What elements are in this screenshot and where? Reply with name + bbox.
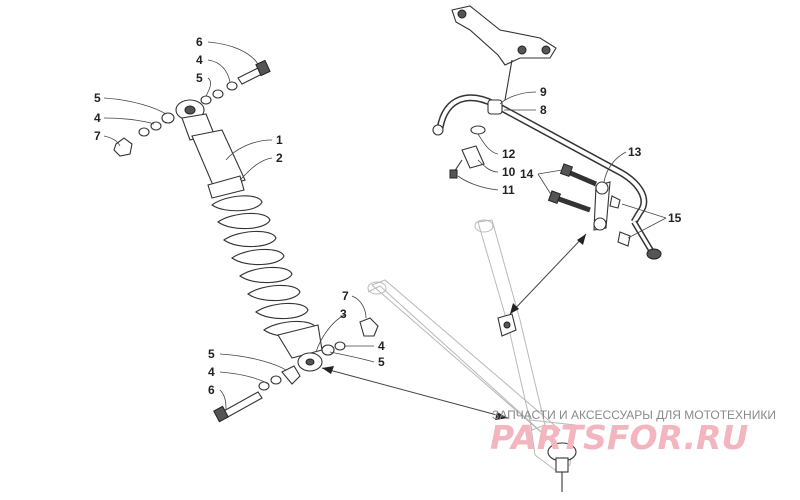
bottom-left-hardware <box>213 365 301 423</box>
top-hardware <box>200 59 271 105</box>
callout-4-bottom-right: 4 <box>378 339 385 353</box>
callout-4-bottom-left: 4 <box>208 365 215 379</box>
watermark-brand: PARTSFOR.RU <box>490 418 748 457</box>
callout-10: 10 <box>502 165 516 179</box>
bottom-right-hardware <box>321 317 379 356</box>
callout-15: 15 <box>668 211 682 225</box>
callout-9: 9 <box>540 85 547 99</box>
callout-11: 11 <box>502 183 515 197</box>
callout-6-bottom: 6 <box>208 383 215 397</box>
callout-5-top: 5 <box>196 71 203 85</box>
callout-4-top: 4 <box>196 53 203 67</box>
callout-13: 13 <box>628 145 642 159</box>
callout-3: 3 <box>340 307 347 321</box>
callout-1: 1 <box>276 133 283 147</box>
ball-joint <box>547 442 577 492</box>
callout-14: 14 <box>520 167 534 181</box>
leader-lines <box>103 41 667 411</box>
left-top-hardware <box>113 112 175 157</box>
frame-bracket <box>451 5 557 101</box>
callout-5-bottom-left: 5 <box>208 347 215 361</box>
sway-bar-link <box>547 163 631 247</box>
callout-2: 2 <box>276 151 283 165</box>
callout-6-top: 6 <box>196 35 203 49</box>
callout-7-bottom: 7 <box>342 289 349 303</box>
arm-link-bracket <box>497 313 517 337</box>
assembly-arrows <box>321 233 587 420</box>
callout-5-bottom-right: 5 <box>378 355 385 369</box>
callout-5-left: 5 <box>94 91 101 105</box>
coil-spring <box>211 195 317 338</box>
watermark: ЗАПЧАСТИ И АКСЕССУАРЫ ДЛЯ МОТОТЕХНИКИ PA… <box>490 408 776 457</box>
callout-7-left: 7 <box>94 129 101 143</box>
sway-bar <box>432 94 662 260</box>
shock-absorber <box>175 99 323 372</box>
callouts: 6 4 5 5 4 7 1 2 9 8 12 10 11 13 14 15 7 … <box>94 35 682 397</box>
callout-4-left: 4 <box>94 111 101 125</box>
callout-12: 12 <box>502 147 516 161</box>
callout-8: 8 <box>540 103 547 117</box>
watermark-tagline: ЗАПЧАСТИ И АКСЕССУАРЫ ДЛЯ МОТОТЕХНИКИ <box>492 408 776 422</box>
